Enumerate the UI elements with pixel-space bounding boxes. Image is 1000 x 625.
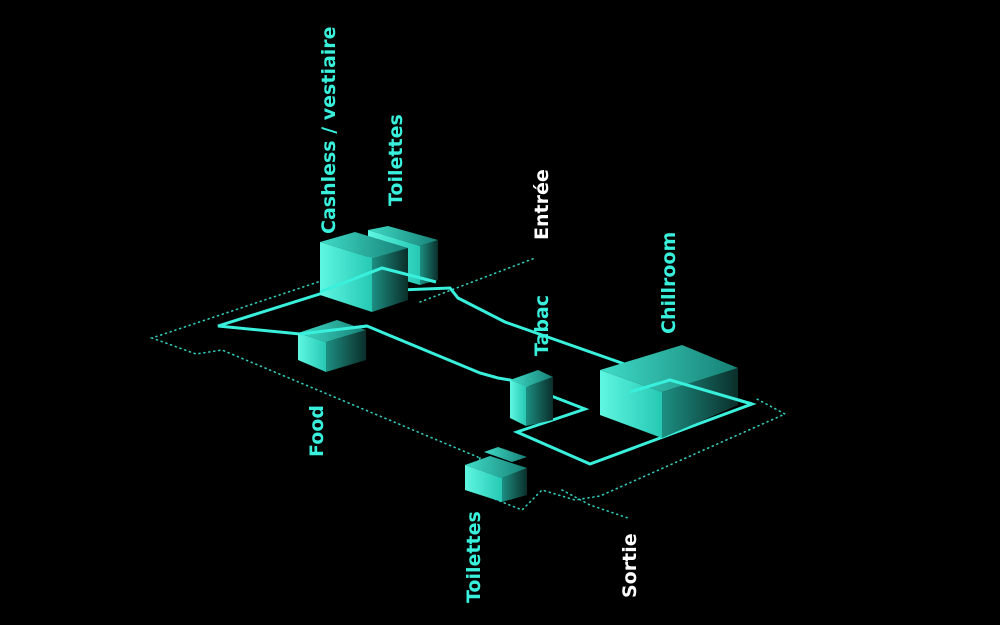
block-cashless [320,232,408,312]
corridor-overlay [299,266,753,406]
label-sortie: Sortie [619,533,641,598]
label-toilettes-top: Toilettes [385,114,407,206]
corridor-outline [217,286,757,466]
outer-boundary-dotted [149,257,787,519]
label-entree: Entrée [531,169,553,240]
block-tabac [510,370,553,426]
block-chillroom [600,345,738,438]
label-cashless: Cashless / vestiaire [318,26,340,234]
label-chillroom: Chillroom [658,231,680,334]
block-toilettes-bottom [465,447,527,502]
label-tabac: Tabac [531,294,553,356]
label-toilettes-bottom: Toilettes [463,511,485,603]
label-food: Food [306,405,328,457]
